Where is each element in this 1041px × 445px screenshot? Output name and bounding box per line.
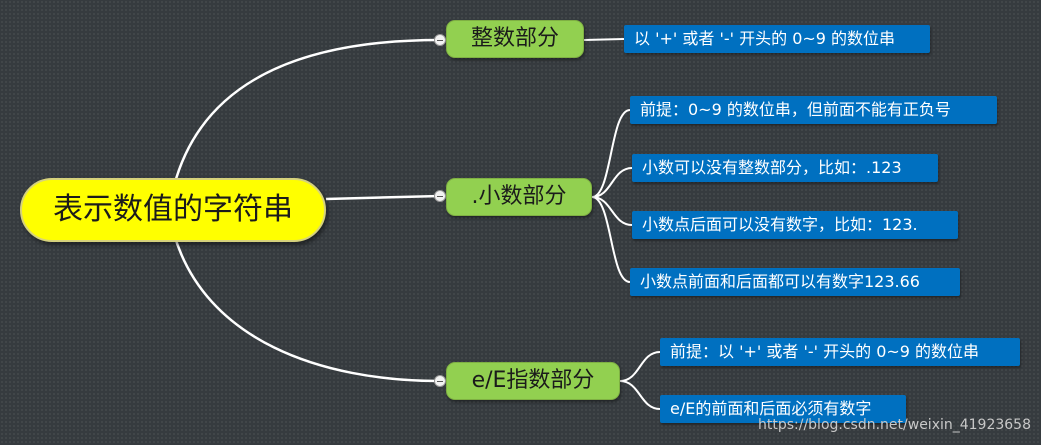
connector-integer-leaf-1 <box>583 38 625 41</box>
root-node[interactable]: 表示数值的字符串 <box>20 178 326 242</box>
connector-exponent-leaf-2 <box>619 380 661 410</box>
leaf-decimal-both-sides[interactable]: 小数点前面和后面都可以有数字123.66 <box>630 268 960 296</box>
leaf-exponent-premise[interactable]: 前提：以 '+' 或者 '-' 开头的 0~9 的数位串 <box>660 338 1020 366</box>
leaf-decimal-premise[interactable]: 前提：0~9 的数位串，但前面不能有正负号 <box>630 96 997 124</box>
connector-decimal-leaf-2 <box>591 167 633 198</box>
leaf-decimal-no-integer[interactable]: 小数可以没有整数部分，比如：.123 <box>632 154 938 182</box>
connector-root-decimal <box>325 194 441 201</box>
branch-decimal-part[interactable]: .小数部分 <box>446 178 592 216</box>
branch-integer-part[interactable]: 整数部分 <box>446 20 584 58</box>
connector-decimal-leaf-1 <box>591 109 631 198</box>
branch-exponent-part[interactable]: e/E指数部分 <box>446 362 620 400</box>
leaf-integer-definition[interactable]: 以 '+' 或者 '-' 开头的 0~9 的数位串 <box>624 25 930 53</box>
connector-root-integer <box>172 38 441 187</box>
connector-decimal-leaf-4 <box>591 196 631 283</box>
watermark-text: https://blog.csdn.net/weixin_41923658 <box>757 417 1031 433</box>
leaf-exponent-digits-required[interactable]: e/E的前面和后面必须有数字 <box>660 395 906 423</box>
connector-root-exponent <box>172 233 441 383</box>
connector-exponent-leaf-1 <box>619 351 661 382</box>
collapse-toggle-icon[interactable] <box>434 34 446 46</box>
leaf-decimal-no-fraction[interactable]: 小数点后面可以没有数字，比如：123. <box>632 211 958 239</box>
collapse-toggle-icon[interactable] <box>434 190 446 202</box>
collapse-toggle-icon[interactable] <box>434 375 446 387</box>
